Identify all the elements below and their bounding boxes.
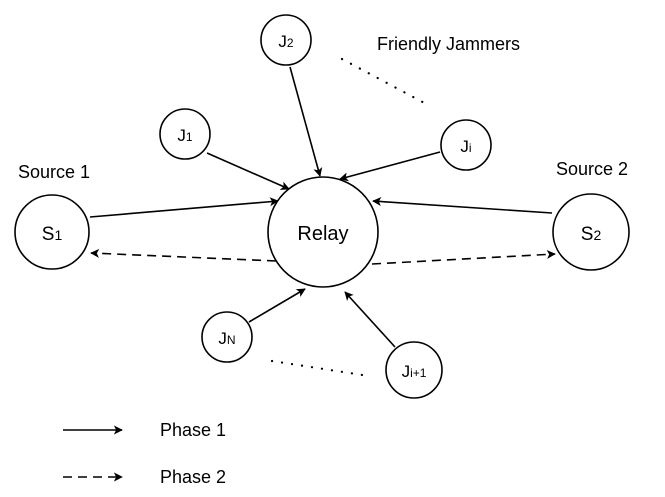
legend-phase-1-label: Phase 1 — [160, 420, 226, 440]
source-1-node-label: S1 — [42, 224, 63, 245]
jammer-i-plus-1-node-label: Ji+1 — [402, 362, 427, 381]
ellipsis-dots-bottom — [270, 359, 371, 378]
source-1-node — [14, 194, 90, 270]
jammer-n-node-label: JN — [218, 329, 235, 348]
source-1-caption: Source 1 — [18, 162, 90, 182]
edge-relay-s1 — [90, 248, 277, 262]
relay-label: Relay — [297, 223, 348, 245]
edge-ji1-relay — [344, 291, 396, 348]
legend-phase-2-label: Phase 2 — [160, 467, 226, 487]
legend: Phase 1 Phase 2 — [63, 420, 226, 487]
jammer-2-node — [260, 14, 312, 66]
edge-ji-relay — [339, 151, 441, 182]
edge-j2-relay — [289, 66, 323, 177]
source-2-node-label: S2 — [581, 224, 602, 245]
jammer-i-plus-1-node — [385, 341, 443, 399]
jammer-2-node-label: J2 — [278, 32, 294, 51]
friendly-jammers-caption: Friendly Jammers — [377, 34, 520, 54]
ellipsis-dots-top — [340, 57, 432, 108]
edge-s2-relay — [372, 197, 553, 214]
relay-node — [267, 176, 379, 288]
edge-j1-relay — [206, 152, 290, 190]
jammer-i-node — [440, 119, 492, 171]
edge-relay-s2 — [371, 249, 556, 265]
edge-jn-relay — [248, 288, 306, 323]
edge-s1-relay — [89, 197, 279, 218]
jammer-i-node-label: Ji — [460, 137, 471, 156]
jammer-1-node-label: J1 — [177, 126, 193, 145]
source-2-node — [552, 193, 630, 271]
jammer-1-node — [159, 108, 211, 160]
source-2-caption: Source 2 — [556, 159, 628, 179]
jammer-n-node — [201, 311, 253, 363]
